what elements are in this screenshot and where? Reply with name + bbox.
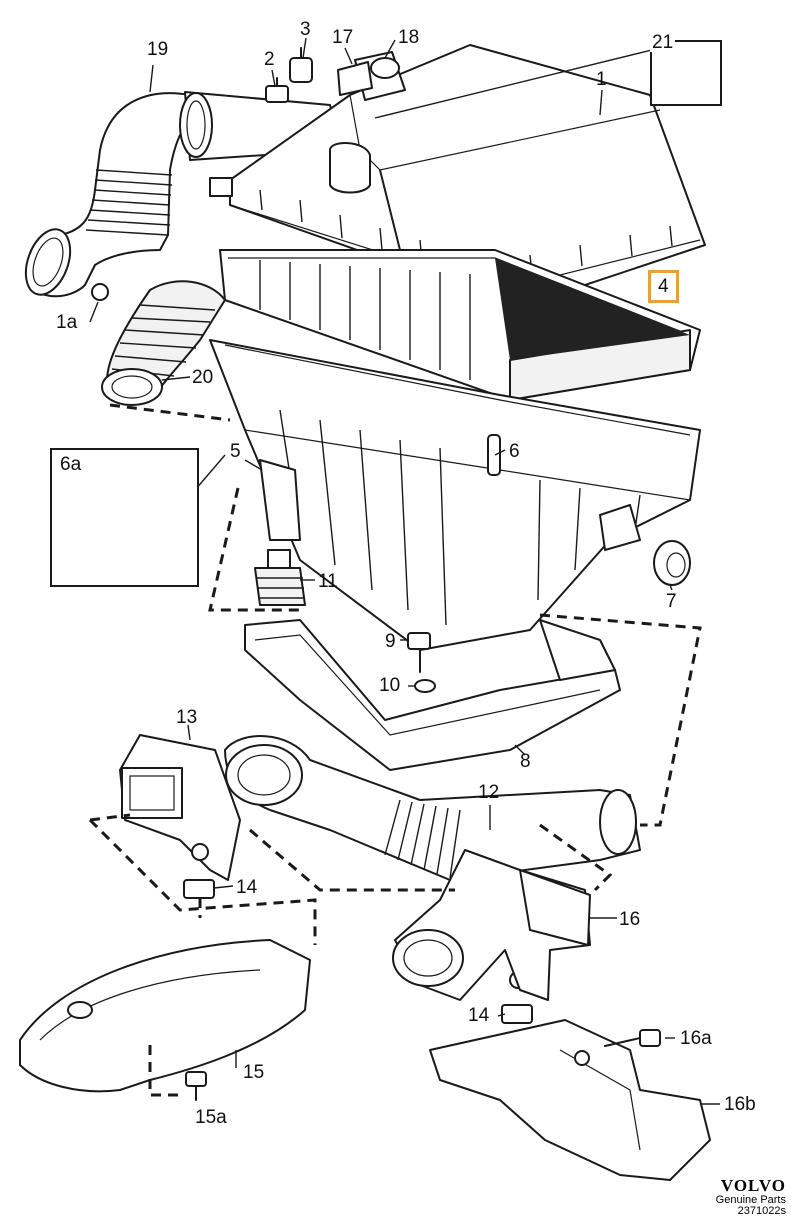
bolt-9 bbox=[407, 632, 431, 673]
flex-hose-20 bbox=[101, 280, 226, 406]
duct-16 bbox=[392, 849, 591, 1001]
callout-2: 2 bbox=[264, 49, 275, 70]
brand-block: VOLVO Genuine Parts 2371022s bbox=[716, 1177, 786, 1218]
callout-12: 12 bbox=[478, 782, 500, 803]
air-filter-element-4 bbox=[219, 249, 701, 401]
callout-1: 1 bbox=[596, 69, 607, 90]
intake-duct-12 bbox=[224, 735, 641, 881]
callout-15a: 15a bbox=[195, 1107, 227, 1128]
callout-18: 18 bbox=[398, 27, 420, 48]
sensor-3 bbox=[289, 47, 313, 83]
assembly-dashed-lines bbox=[88, 403, 702, 1097]
leader-lines bbox=[89, 37, 720, 1105]
callout-3: 3 bbox=[300, 19, 311, 40]
callout-20: 20 bbox=[192, 367, 214, 388]
valve-17 bbox=[337, 61, 373, 96]
brand-logo: VOLVO bbox=[720, 1176, 786, 1196]
duct-adapter-13 bbox=[119, 734, 241, 881]
callout-15: 15 bbox=[243, 1062, 265, 1083]
callout-8: 8 bbox=[520, 751, 531, 772]
clip-15a bbox=[185, 1071, 207, 1101]
callout-7: 7 bbox=[666, 591, 677, 612]
bolt-2 bbox=[265, 77, 289, 103]
callout-10: 10 bbox=[379, 675, 401, 696]
callout-9: 9 bbox=[385, 631, 396, 652]
callout-13: 13 bbox=[176, 707, 198, 728]
callout-16b: 16b bbox=[724, 1094, 756, 1115]
intake-hose-19 bbox=[24, 91, 341, 301]
air-cleaner-cover-1 bbox=[209, 44, 706, 306]
callout-19: 19 bbox=[147, 39, 169, 60]
callout-14-left: 14 bbox=[236, 877, 258, 898]
grommet-18 bbox=[370, 57, 400, 79]
callout-6a: 6a bbox=[60, 454, 82, 475]
washer-10 bbox=[414, 679, 436, 693]
lower-housing-5 bbox=[209, 339, 701, 651]
callout-16: 16 bbox=[619, 909, 641, 930]
diagram-code: 2371022s bbox=[737, 1205, 786, 1218]
detail-box-6a bbox=[50, 448, 199, 587]
callout-17: 17 bbox=[332, 27, 354, 48]
callout-6: 6 bbox=[509, 441, 520, 462]
callout-5: 5 bbox=[230, 441, 241, 462]
nut-14-left bbox=[183, 843, 215, 899]
shield-16b bbox=[429, 1019, 711, 1181]
callout-21: 21 bbox=[650, 32, 676, 53]
callout-4-highlighted: 4 bbox=[648, 270, 679, 303]
brand-subtitle: Genuine Parts bbox=[715, 1193, 786, 1206]
bolt-16a bbox=[604, 1029, 661, 1047]
callout-1a: 1a bbox=[56, 312, 78, 333]
grommet-7 bbox=[653, 540, 691, 586]
callout-16a: 16a bbox=[680, 1028, 712, 1049]
callout-14-right: 14 bbox=[468, 1005, 490, 1026]
duct-15 bbox=[19, 939, 311, 1093]
bracket-8 bbox=[244, 619, 621, 771]
rubber-mount-11 bbox=[254, 549, 306, 606]
callout-11: 11 bbox=[318, 571, 338, 592]
